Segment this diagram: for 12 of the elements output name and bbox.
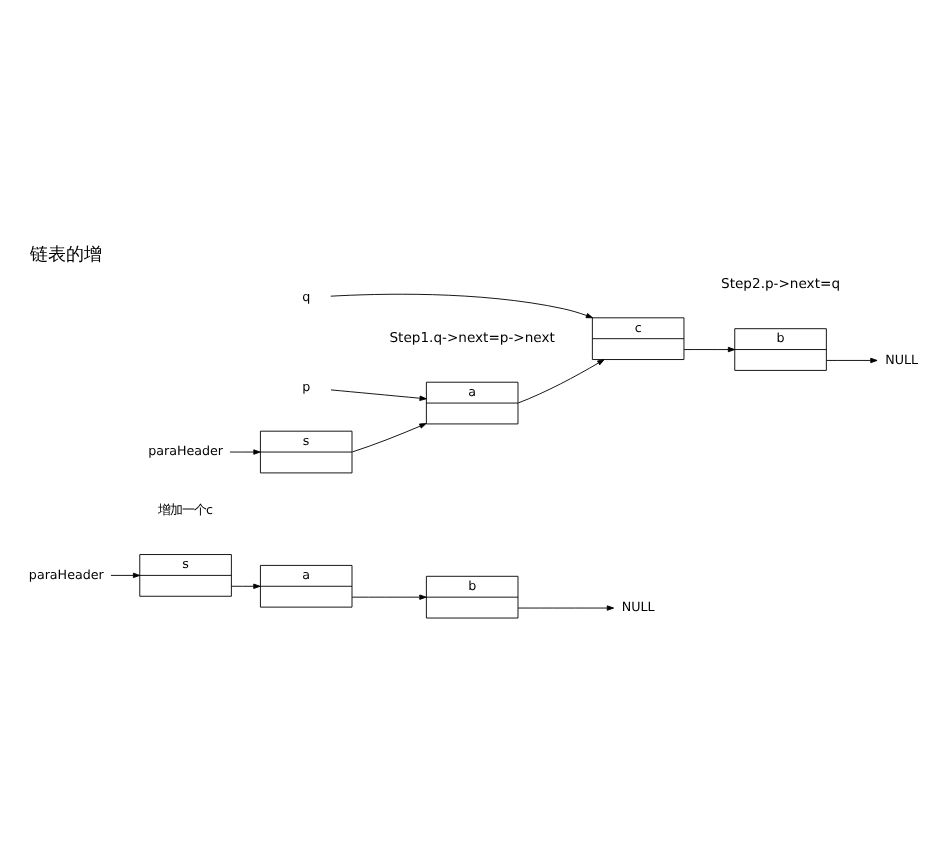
arrow bbox=[683, 346, 736, 353]
arrow bbox=[517, 605, 615, 611]
arrow bbox=[330, 389, 427, 401]
arrow bbox=[330, 293, 594, 319]
arrow bbox=[351, 594, 427, 600]
arrow bbox=[351, 423, 427, 453]
arrow bbox=[110, 572, 141, 579]
arrow bbox=[231, 583, 261, 589]
arrow bbox=[517, 359, 605, 404]
arrow bbox=[826, 357, 878, 364]
diagram-title: 链表的增 bbox=[30, 245, 103, 266]
arrow bbox=[229, 449, 261, 455]
